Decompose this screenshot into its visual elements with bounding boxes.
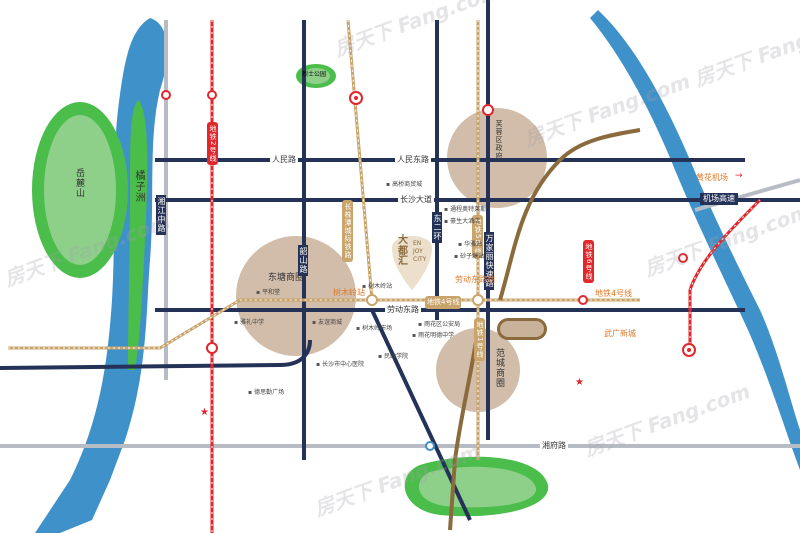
renmin-east-road-label: 人民东路 [395,155,431,164]
poi-minzheng: 民政学院 [378,354,408,360]
fancheng-label: 范城商圈 [494,348,504,388]
poi-youai: 友谊商城 [312,320,342,326]
project-cn-3: 汇 [398,256,408,267]
station-shazitang: 砂子塘站 [454,254,484,260]
svg-text:★: ★ [575,377,584,388]
project-cn-1: 大 [398,235,408,246]
project-en-1: EN [413,240,422,247]
juzizhou-island [128,100,148,370]
juzizhou-label: 橘子洲 [133,170,144,203]
orange-label-c: 武广新城 [604,329,636,338]
dongtang-label: 东塘商圈 [268,273,305,283]
laodong-east-label: 劳动东路 [385,305,421,314]
xiangjiang-river [35,18,168,533]
project-en-3: CITY [413,255,427,263]
metro-line5-tag: 地铁5号线 [472,215,483,259]
airport-arrow-icon: → [735,171,743,181]
poi-haosheng: 豪生大酒店 [444,219,480,225]
poi-shumuling-market: 树木岭市场 [356,326,392,332]
metro-line1-tag: 地铁1号线 [474,318,485,362]
wanjiali-label: 万家丽快速路 [484,232,494,290]
airport-label: 黄花机场 [696,173,728,182]
poi-desiqin: 德思勤广场 [248,390,284,396]
xiangjiang-middle-label: 湘江中路 [156,195,166,235]
station-pinghetang: 平和堂 [256,290,280,296]
metro-line6-tag: 地铁6号线 [583,240,594,284]
project-en-2: JOY [413,247,423,255]
project-cn-2: 都 [398,245,408,257]
poi-police: 雨花区公安局 [418,322,460,328]
yuelushan-label: 岳麓山 [74,168,84,198]
changsha-avenue-label: 长沙大道 [398,195,434,204]
station-shumuling: 树木岭站 [362,284,392,290]
orange-label-a: 树木岭站 [333,288,365,297]
renmin-road-label: 人民路 [270,155,298,164]
dongtang-circle [236,236,356,356]
furong-label: 芙蓉区政府 [495,120,503,160]
project-pin [392,236,432,290]
dong-er-huan-label: 东二环 [432,212,442,243]
metro-line2-tag: 地铁2号线 [207,122,218,166]
project-logo-cn: 大 都 汇 [398,235,408,268]
project-logo-en: EN JOY CITY [413,240,426,263]
metro-intercity-tag: 长株潭城际铁路 [342,200,353,262]
svg-text:★: ★ [200,407,209,418]
shaoshan-road-label: 韶山路 [298,245,308,276]
airport-expressway-label: 机场高速 [700,193,738,205]
poi-tongcheng: 通程奥特莱斯 [444,207,486,213]
station-huaya: 华雅站 [458,242,482,248]
metro-line4-tag: 地铁4号线 [425,296,462,309]
park-label: 烈士公园 [302,71,327,78]
poi-yali: 雅礼中学 [234,320,264,326]
poi-gaoqiao: 高桥商贸城 [386,182,422,188]
xiangfu-road-label: 湘府路 [540,441,568,450]
poi-mingde: 雨花明德中学 [412,333,454,339]
poi-hospital: 长沙市中心医院 [316,362,364,368]
orange-label-b: 劳动东路站 [455,275,495,284]
orange-label-d: 地铁4号线 [595,289,633,298]
